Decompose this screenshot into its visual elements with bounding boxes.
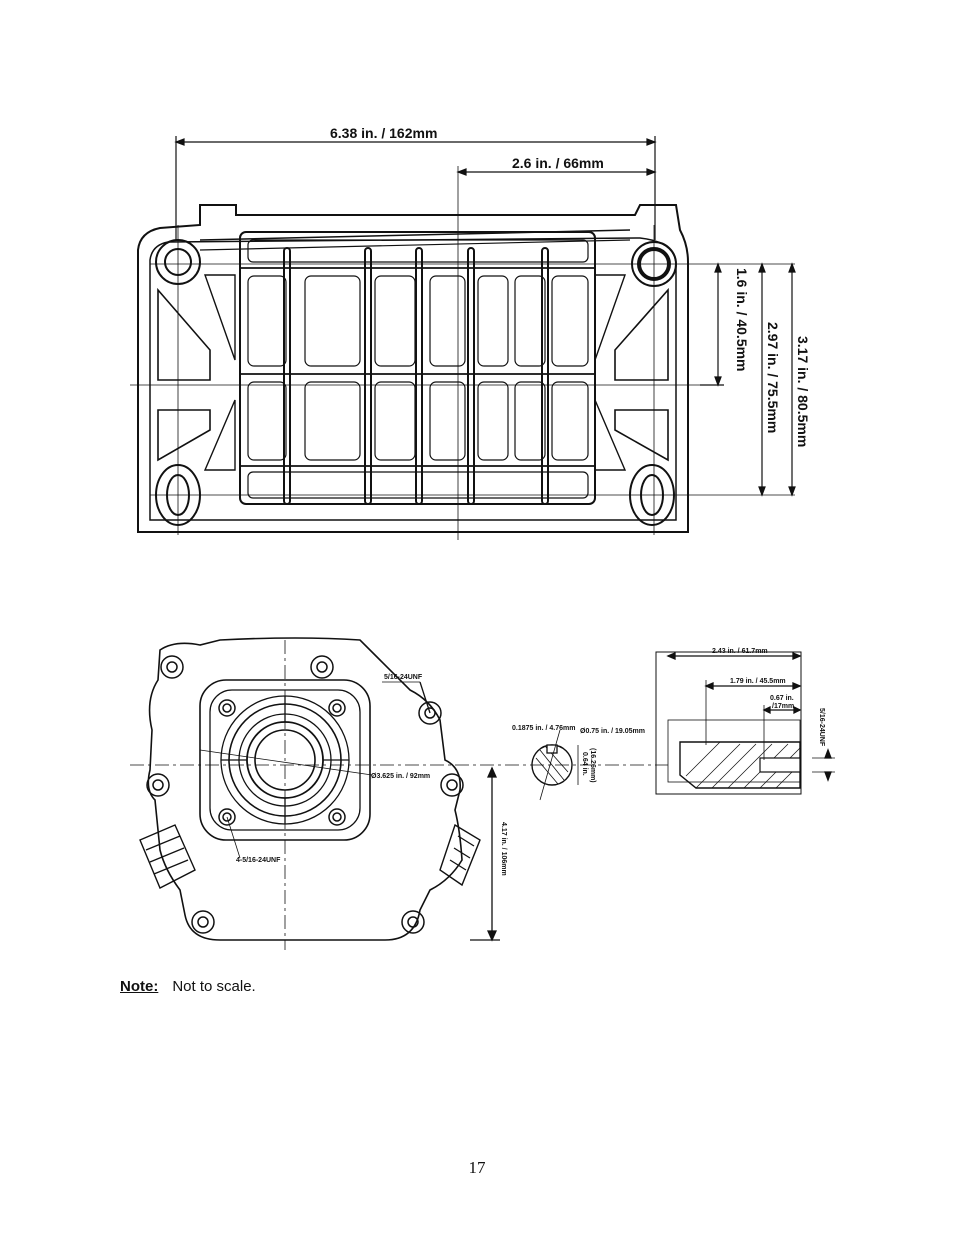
key-depth-label: 0.64 in. [581, 752, 588, 776]
height-a-label: 1.6 in. / 40.5mm [734, 268, 750, 372]
note-text: Not to scale. [172, 978, 256, 995]
key-width-label: 0.1875 in. / 4.76mm [512, 725, 575, 732]
key-depth-mm-label: (16.26mm) [589, 748, 596, 783]
page-number: 17 [468, 1158, 486, 1177]
bolt-pattern-label: 4-5/16-24UNF [236, 857, 281, 864]
shaft-section-circle [531, 744, 573, 786]
overall-width-label: 6.38 in. / 162mm [330, 125, 437, 141]
note-label: Note: [120, 978, 159, 995]
length-b-label: 1.79 in. / 45.5mm [730, 678, 786, 685]
height-c-label: 3.17 in. / 80.5mm [795, 336, 811, 447]
vertical-dim-label: 4.17 in. / 106mm [500, 822, 507, 876]
length-a-label: 2.43 in. / 61.7mm [712, 648, 768, 655]
shaft-diameter-label: Ø0.75 in. / 19.05mm [580, 728, 645, 735]
length-c-label: 0.67 in. [770, 695, 794, 702]
center-offset-label: 2.6 in. / 66mm [512, 155, 604, 171]
thread-top-label: 5/16-24UNF [384, 674, 423, 681]
length-c-mm-label: /17mm [772, 703, 794, 710]
height-b-label: 2.97 in. / 75.5mm [765, 322, 781, 433]
base-top-view-diagram: 6.38 in. / 162mm 2.6 in. / 66mm 1.6 in. … [130, 125, 811, 540]
bolt-circle-label: Ø3.625 in. / 92mm [371, 773, 430, 780]
shaft-thread-label: 5/16-24UNF [818, 708, 825, 747]
note: Note: Not to scale. [120, 978, 256, 995]
